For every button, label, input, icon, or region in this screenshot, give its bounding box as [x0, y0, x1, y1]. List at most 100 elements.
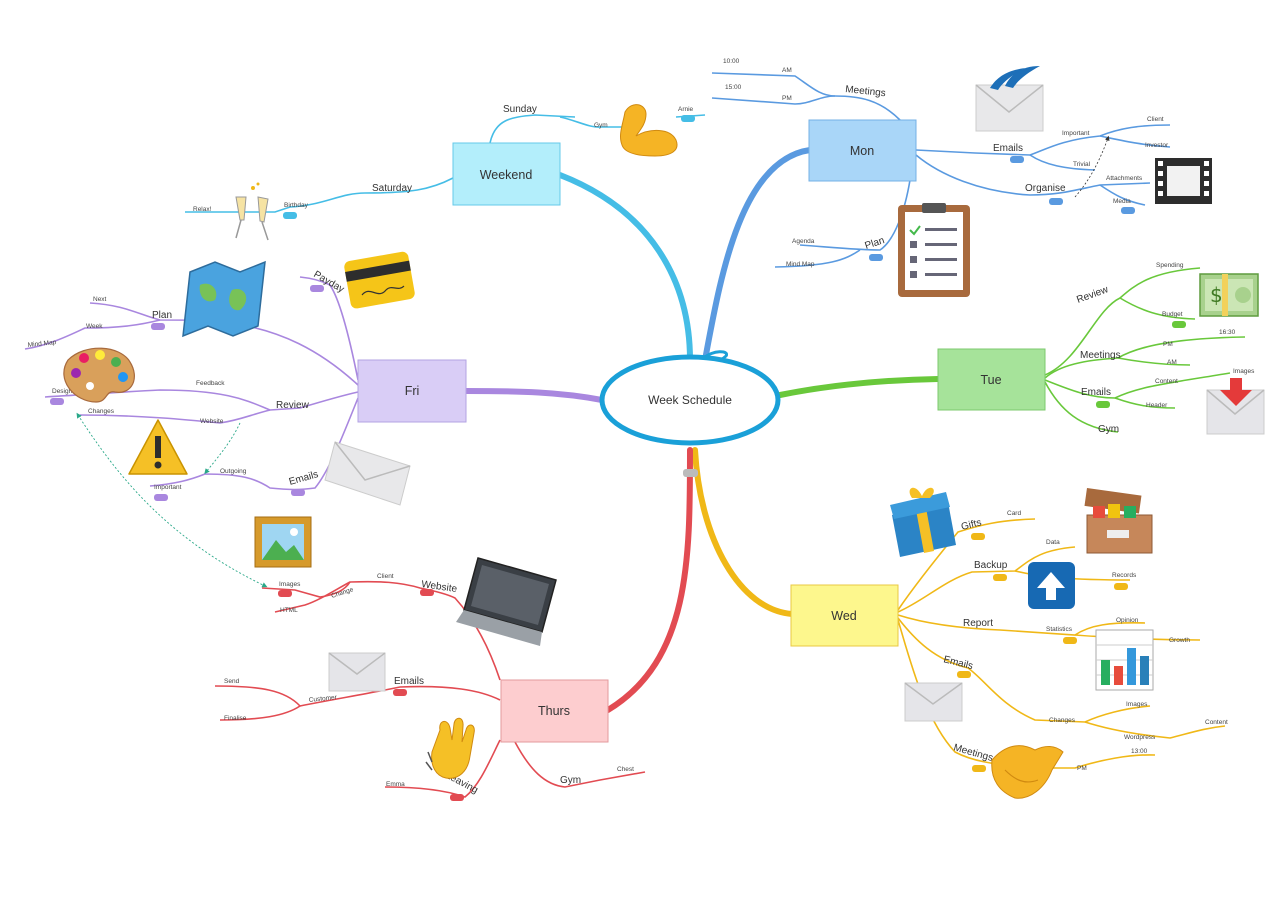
fri-changes: Changes — [88, 408, 115, 415]
fri-topic-label: Fri — [405, 384, 420, 398]
tue-gym: Gym — [1098, 424, 1119, 435]
thurs-emails: Emails — [394, 676, 424, 687]
mon-time-1000: 10:00 — [723, 58, 740, 65]
tue-images: Images — [1233, 368, 1255, 375]
wed-time-1300: 13:00 — [1131, 748, 1148, 755]
collapse-badge[interactable] — [683, 469, 698, 477]
tue-pm: PM — [1163, 341, 1173, 348]
thurs-html: HTML — [280, 607, 298, 614]
fri-topic[interactable]: Fri — [357, 359, 467, 423]
mon-emails: Emails — [993, 143, 1023, 154]
thurs-website-badge — [420, 589, 434, 596]
main-branches — [463, 147, 941, 713]
fri-feedback: Feedback — [196, 380, 225, 387]
mon-pm: PM — [782, 95, 792, 102]
paint-palette-icon — [63, 347, 135, 403]
wed-labels: Gifts Card Backup Data Records Report St… — [942, 510, 1228, 772]
champagne-icon — [235, 182, 269, 241]
envelope-thurs-icon — [328, 652, 386, 692]
money-stack-icon: $ — [1199, 273, 1259, 317]
wed-opinion: Opinion — [1116, 617, 1139, 624]
envelope-wed-icon — [904, 682, 963, 722]
weekend-subtopics — [185, 114, 706, 213]
mon-attachments: Attachments — [1106, 175, 1143, 182]
fri-plan-badge — [151, 323, 165, 330]
tue-review: Review — [1075, 284, 1110, 306]
tue-emails-badge — [1096, 401, 1110, 408]
mon-trivial: Trivial — [1073, 161, 1091, 168]
fri-design-badge — [50, 398, 64, 405]
thurs-gym: Gym — [560, 775, 581, 786]
wed-topic-label: Wed — [831, 609, 857, 623]
fri-important: Important — [154, 484, 182, 491]
fri-emails: Emails — [288, 469, 320, 488]
thurs-finalise: Finalise — [224, 715, 247, 722]
weekend-sunday: Sunday — [503, 104, 537, 115]
wed-topic[interactable]: Wed — [790, 584, 899, 647]
tue-topic[interactable]: Tue — [937, 348, 1046, 411]
weekend-topic[interactable]: Weekend — [452, 142, 561, 206]
weekend-gym: Gym — [594, 122, 608, 129]
tue-budget: Budget — [1162, 311, 1183, 318]
thurs-emma: Emma — [386, 781, 405, 788]
gift-box-icon — [890, 487, 956, 557]
thurs-topic[interactable]: Thurs — [500, 679, 609, 743]
fri-payday-badge — [310, 285, 324, 292]
wed-backup: Backup — [974, 560, 1008, 571]
wed-images: Images — [1126, 701, 1148, 708]
branch-weekend — [557, 172, 693, 363]
upload-arrow-icon — [1028, 562, 1075, 609]
mon-client: Client — [1147, 116, 1164, 123]
envelope-fri-icon — [324, 441, 411, 506]
weekend-labels: Sunday Gym Arnie Saturday Birthday Relax… — [193, 104, 695, 219]
envelope-download-icon — [1206, 378, 1265, 435]
wed-backup-badge — [993, 574, 1007, 581]
thurs-topic-label: Thurs — [538, 704, 570, 718]
mon-organise-badge — [1049, 198, 1063, 205]
central-topic-label: Week Schedule — [648, 393, 732, 407]
tue-content: Content — [1155, 378, 1178, 385]
fri-website: Website — [200, 418, 224, 425]
wed-data: Data — [1046, 539, 1060, 546]
picture-frame-icon — [254, 516, 312, 568]
mon-topic[interactable]: Mon — [808, 119, 917, 182]
handshake-icon — [991, 745, 1064, 799]
branch-tue — [777, 376, 941, 398]
mon-important: Important — [1062, 130, 1090, 137]
fri-design: Design — [52, 388, 73, 395]
wed-statistics: Statistics — [1046, 626, 1073, 633]
wed-records: Records — [1112, 572, 1137, 579]
fri-emails-badge — [291, 489, 305, 496]
wed-gifts-badge — [971, 533, 985, 540]
wed-gifts: Gifts — [960, 517, 983, 533]
tue-topic-label: Tue — [980, 373, 1001, 387]
wed-content: Content — [1205, 719, 1228, 726]
thurs-chest: Chest — [617, 766, 634, 773]
wed-subtopics — [897, 518, 1226, 769]
branch-mon — [702, 147, 813, 363]
wed-records-badge — [1114, 583, 1128, 590]
mon-mind-map: Mind Map — [786, 261, 815, 268]
mon-agenda: Agenda — [792, 238, 815, 245]
weekend-relax: Relax! — [193, 206, 212, 213]
thurs-client: Client — [377, 573, 394, 580]
mon-media: Media — [1113, 198, 1131, 205]
file-box-icon — [1084, 487, 1153, 554]
mon-organise: Organise — [1025, 183, 1066, 194]
wed-growth: Growth — [1169, 637, 1190, 644]
central-topic[interactable]: Week Schedule — [599, 354, 781, 477]
branch-fri — [463, 388, 605, 403]
weekend-arnie: Arnie — [678, 106, 694, 113]
weekend-topic-label: Weekend — [480, 168, 533, 182]
world-map-icon — [182, 260, 266, 338]
weekend-saturday: Saturday — [372, 183, 412, 194]
fri-links — [76, 412, 268, 588]
thurs-leaving-badge — [450, 794, 464, 801]
tue-header: Header — [1146, 402, 1168, 409]
bar-chart-icon — [1095, 629, 1154, 691]
tue-emails: Emails — [1081, 387, 1111, 398]
fri-week: Week — [86, 323, 103, 330]
wed-card: Card — [1007, 510, 1021, 517]
thurs-emails-badge — [393, 689, 407, 696]
